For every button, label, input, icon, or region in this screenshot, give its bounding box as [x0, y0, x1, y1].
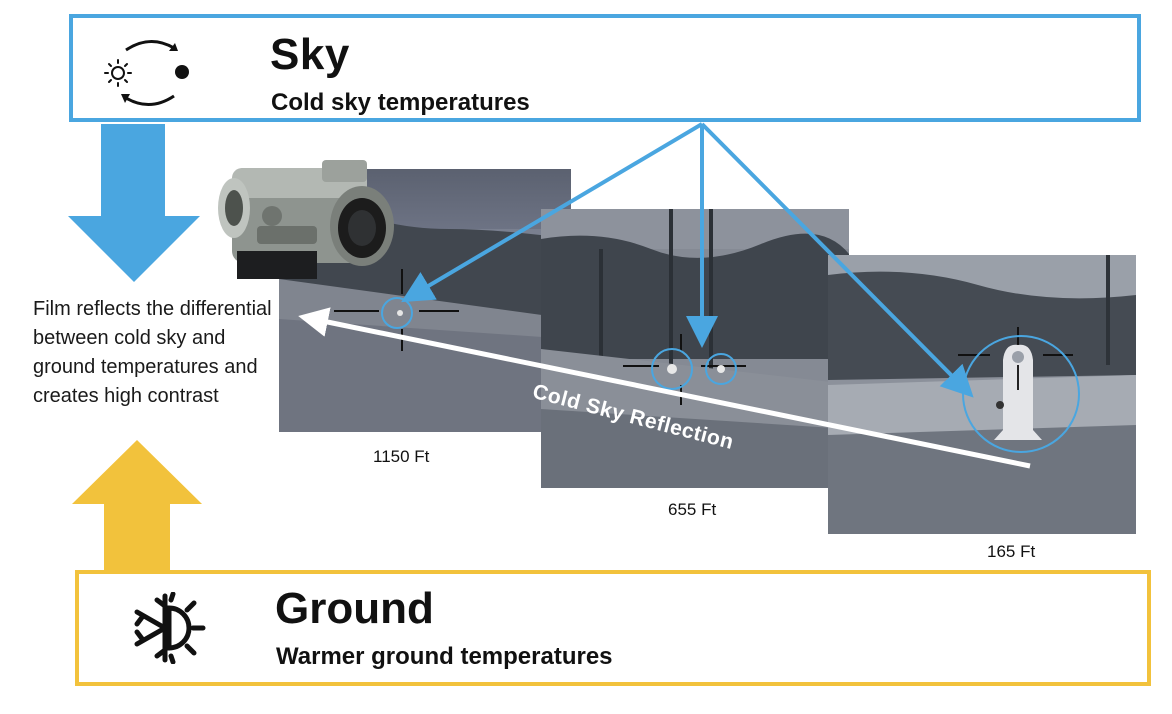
ground-box: [75, 570, 1151, 686]
sky-title: Sky: [270, 30, 350, 79]
distance-label-1: 1150 Ft: [373, 447, 430, 466]
sun-moon-cycle-icon: [104, 40, 189, 106]
ground-title: Ground: [275, 584, 434, 633]
thermal-camera-icon: [218, 160, 394, 279]
sky-box: [69, 14, 1141, 122]
cold-down-arrow: [68, 124, 200, 282]
distance-label-2: 655 Ft: [668, 500, 717, 519]
sky-subtitle: Cold sky temperatures: [271, 89, 530, 116]
snowflake-sun-icon: [134, 592, 206, 664]
thermal-image-165ft: [828, 255, 1136, 534]
distance-label-3: 165 Ft: [987, 542, 1036, 561]
warm-up-arrow: [72, 440, 202, 574]
explanation-text: Film reflects the differential between c…: [33, 298, 272, 407]
ground-subtitle: Warmer ground temperatures: [276, 643, 613, 670]
